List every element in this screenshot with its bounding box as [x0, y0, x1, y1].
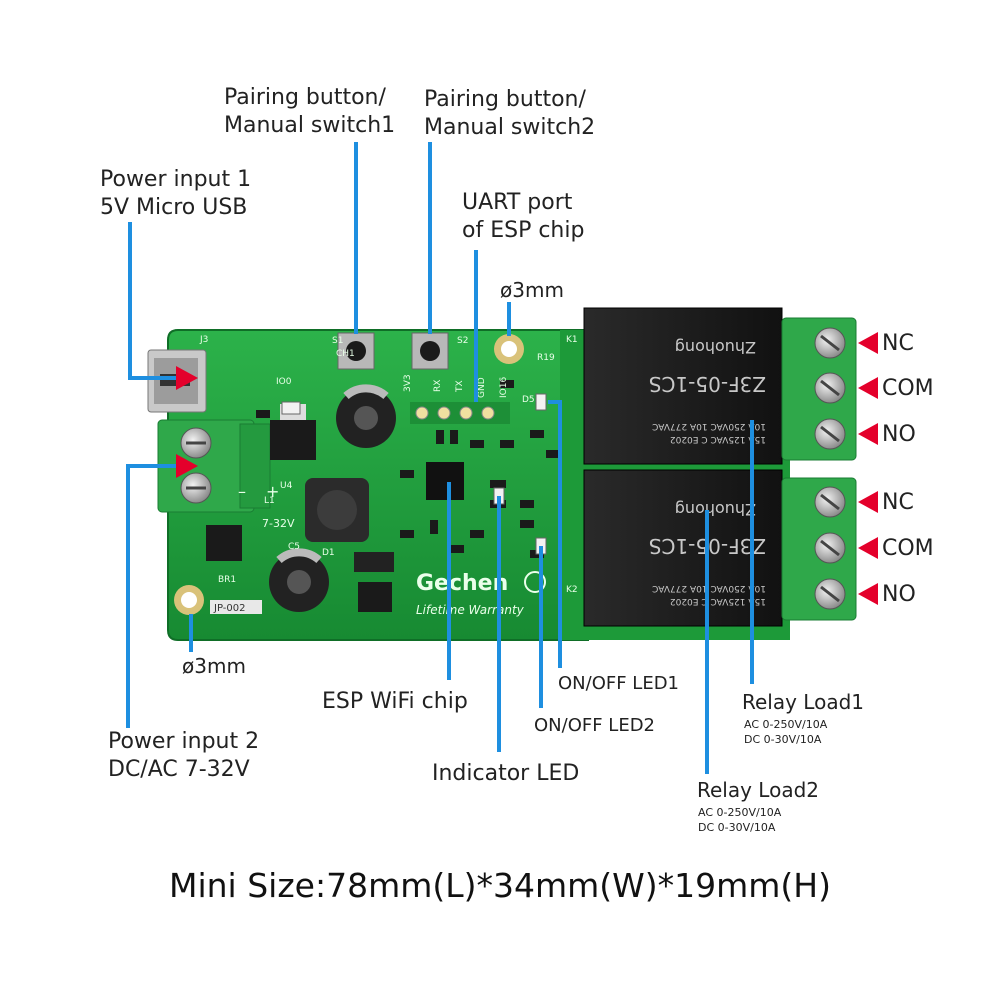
- capacitor-bottom: [269, 548, 329, 612]
- inductor: [305, 478, 369, 542]
- terminal-label-nc-1: NC: [882, 331, 914, 356]
- label-line: Pairing button/: [224, 85, 386, 110]
- svg-text:10A 250VAC 10A 277VAC: 10A 250VAC 10A 277VAC: [652, 421, 766, 431]
- svg-text:Z3F-05-1CS: Z3F-05-1CS: [649, 372, 766, 396]
- diode-ss14: [354, 552, 394, 572]
- terminal-label-com-1: COM: [882, 376, 934, 401]
- label-line: UART port: [462, 190, 573, 215]
- label-line: Pairing button/: [424, 87, 586, 112]
- model-label: JP-002: [210, 600, 262, 614]
- svg-text:10A 250VAC 10A 277VAC: 10A 250VAC 10A 277VAC: [652, 583, 766, 593]
- svg-text:RX: RX: [433, 380, 443, 392]
- relay-1-dc-rating: DC 0-30V/10A: [744, 733, 822, 746]
- power-terminal-block: [157, 419, 271, 513]
- label-line: DC/AC 7-32V: [108, 757, 250, 782]
- mounting-hole-bottom: [174, 585, 204, 615]
- label-line: 5V Micro USB: [100, 195, 248, 220]
- relay-terminal-2: [781, 477, 857, 621]
- relay-2-ac-rating: AC 0-250V/10A: [698, 806, 782, 819]
- mounting-hole-top: [494, 334, 524, 364]
- svg-text:U4: U4: [280, 481, 293, 491]
- svg-text:TX: TX: [455, 380, 465, 393]
- terminal-label-no-1: NO: [882, 422, 916, 447]
- svg-text:D5: D5: [522, 395, 535, 405]
- svg-text:GND: GND: [477, 377, 487, 398]
- svg-text:D1: D1: [322, 548, 335, 558]
- pairing-button-2: [411, 332, 449, 370]
- svg-text:BR1: BR1: [218, 575, 236, 585]
- svg-text:C5: C5: [288, 542, 300, 552]
- svg-text:R19: R19: [537, 353, 555, 363]
- label-line: Manual switch2: [424, 115, 596, 140]
- label-on-off-led-2: ON/OFF LED2: [534, 715, 656, 736]
- svg-text:Zhuohong: Zhuohong: [675, 338, 756, 357]
- svg-text:15A 125VAC C E0202: 15A 125VAC C E0202: [670, 596, 766, 606]
- callout-lines: [126, 142, 754, 774]
- svg-text:S1: S1: [332, 336, 343, 346]
- uart-header: [410, 402, 510, 424]
- esp-chip-body: [426, 462, 464, 500]
- label-pairing-button-2: Pairing button/ Manual switch2: [424, 86, 595, 142]
- relay-1-ac-rating: AC 0-250V/10A: [744, 718, 828, 731]
- label-relay-load-2: Relay Load2: [697, 778, 820, 802]
- bridge-rectifier: [206, 525, 242, 561]
- label-relay-load-1: Relay Load1: [742, 690, 865, 714]
- relay-2-dc-rating: DC 0-30V/10A: [698, 821, 776, 834]
- terminal-arrows: [176, 332, 878, 605]
- svg-text:Zhuohong: Zhuohong: [675, 500, 756, 519]
- label-line: Manual switch1: [224, 113, 396, 138]
- label-power-input-2: Power input 2 DC/AC 7-32V: [108, 728, 259, 784]
- label-uart-port: UART port of ESP chip: [462, 189, 584, 245]
- relay-terminal-1: [781, 317, 857, 461]
- svg-text:CH1: CH1: [336, 349, 355, 359]
- sot-chip: [358, 582, 392, 612]
- label-power-input-1: Power input 1 5V Micro USB: [100, 166, 251, 222]
- brand-tagline: Lifetime Warranty: [416, 603, 525, 617]
- regulator-chip: [270, 420, 316, 460]
- label-line: Power input 1: [100, 167, 252, 192]
- svg-text:L1: L1: [264, 496, 275, 506]
- svg-text:IO0: IO0: [276, 377, 292, 387]
- capacitor-top: [336, 384, 396, 448]
- relay-1: 15A 125VAC C E0202 10A 250VAC 10A 277VAC…: [583, 307, 783, 465]
- terminal-label-com-2: COM: [882, 536, 934, 561]
- size-caption: Mini Size:78mm(L)*34mm(W)*19mm(H): [169, 866, 831, 905]
- svg-text:3V3: 3V3: [403, 374, 413, 392]
- svg-text:K1: K1: [566, 335, 578, 345]
- label-hole-bottom: ø3mm: [182, 654, 246, 678]
- svg-text:7-32V: 7-32V: [262, 517, 295, 530]
- brand-name: Gechen: [416, 571, 508, 596]
- terminal-label-nc-2: NC: [882, 490, 914, 515]
- svg-text:K2: K2: [566, 585, 578, 595]
- label-line: Power input 2: [108, 729, 260, 754]
- svg-text:IO16: IO16: [499, 377, 509, 398]
- svg-text:–: –: [238, 482, 246, 501]
- svg-text:JP-002: JP-002: [213, 603, 245, 614]
- terminal-label-no-2: NO: [882, 582, 916, 607]
- label-hole-top: ø3mm: [500, 278, 564, 302]
- label-pairing-button-1: Pairing button/ Manual switch1: [224, 84, 395, 140]
- silkscreen: J3 S1 S2 K1 K2 R19 D5 U4 L1 C5 D1 BR1 IO…: [199, 335, 578, 595]
- svg-text:15A 125VAC C E0202: 15A 125VAC C E0202: [670, 434, 766, 444]
- label-esp-wifi-chip: ESP WiFi chip: [322, 689, 468, 714]
- svg-text:+: +: [266, 482, 279, 501]
- label-on-off-led-1: ON/OFF LED1: [558, 673, 680, 694]
- pairing-button-1: [337, 332, 375, 370]
- svg-text:S2: S2: [457, 336, 468, 346]
- svg-text:J3: J3: [199, 335, 208, 345]
- label-line: of ESP chip: [462, 218, 585, 243]
- label-indicator-led: Indicator LED: [432, 761, 580, 786]
